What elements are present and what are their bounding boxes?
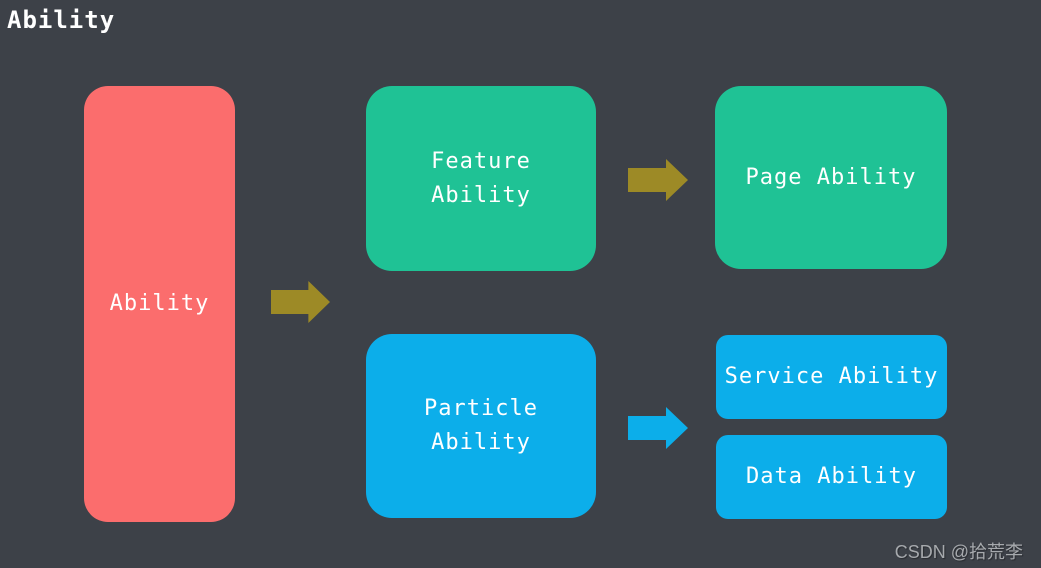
node-particle-ability: Particle Ability	[366, 334, 596, 518]
node-data-ability: Data Ability	[716, 435, 947, 519]
arrow-right-icon	[628, 159, 688, 201]
arrow-particle-to-services	[628, 407, 688, 449]
node-feature-ability: Feature Ability	[366, 86, 596, 271]
arrow-right-icon	[628, 407, 688, 449]
arrow-ability-to-feature	[271, 281, 330, 323]
arrow-feature-to-page	[628, 159, 688, 201]
node-service-ability: Service Ability	[716, 335, 947, 419]
page-title: Ability	[7, 6, 116, 34]
arrow-right-icon	[271, 281, 330, 323]
node-ability: Ability	[84, 86, 235, 522]
node-page-ability: Page Ability	[715, 86, 947, 269]
watermark: CSDN @拾荒李	[894, 542, 1023, 562]
